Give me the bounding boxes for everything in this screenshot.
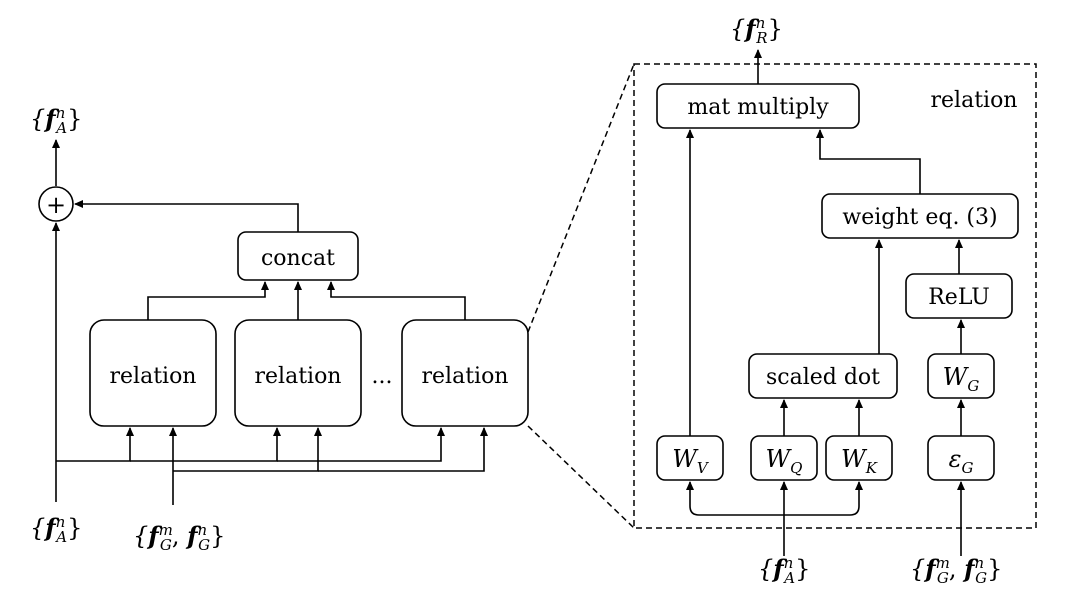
- relation-box-1: [89, 319, 217, 427]
- weight-label: weight eq. (3): [842, 205, 997, 230]
- fa-to-wk-arrow: [784, 481, 863, 516]
- relation-box-1-label: relation: [110, 364, 197, 389]
- concat-label: concat: [261, 246, 335, 271]
- zoom-connector-top: [527, 63, 635, 333]
- relation-detail-frame: [633, 63, 1037, 529]
- wg-label: WG: [943, 363, 980, 395]
- weight-to-mat-multiply-arrow: [816, 129, 921, 194]
- scaled-dot-label: scaled dot: [766, 365, 880, 390]
- mat-multiply-box: [656, 83, 860, 129]
- concat-box: [237, 231, 359, 281]
- fa-to-wv-arrow: [686, 481, 784, 516]
- concat-to-sum-arrow: [74, 200, 299, 232]
- fa-to-relation1-arrow: [56, 427, 134, 462]
- eg-label: εG: [949, 445, 974, 477]
- mat-multiply-label: mat multiply: [687, 95, 829, 120]
- fg-to-relation3-arrow: [318, 427, 488, 472]
- relation-box-3-label: relation: [422, 364, 509, 389]
- ellipsis: ...: [372, 364, 393, 389]
- relation-detail-title: relation: [931, 88, 1018, 113]
- plus-icon: +: [46, 191, 66, 219]
- sum-node: [38, 186, 74, 222]
- fg-to-relation2-arrow: [173, 427, 322, 472]
- fa-to-relation3-arrow: [277, 427, 445, 462]
- zoom-connector-bottom: [527, 425, 635, 529]
- relation-box-2-label: relation: [255, 364, 342, 389]
- relation3-to-concat-arrow: [327, 281, 466, 320]
- scaled-dot-box: [748, 353, 898, 399]
- wv-label: WV: [672, 445, 710, 477]
- fa-to-relation2-arrow: [130, 427, 281, 462]
- wq-label: WQ: [766, 445, 803, 477]
- wk-label: WK: [841, 445, 878, 477]
- relation1-to-concat-arrow: [147, 281, 269, 320]
- relu-label: ReLU: [928, 285, 990, 310]
